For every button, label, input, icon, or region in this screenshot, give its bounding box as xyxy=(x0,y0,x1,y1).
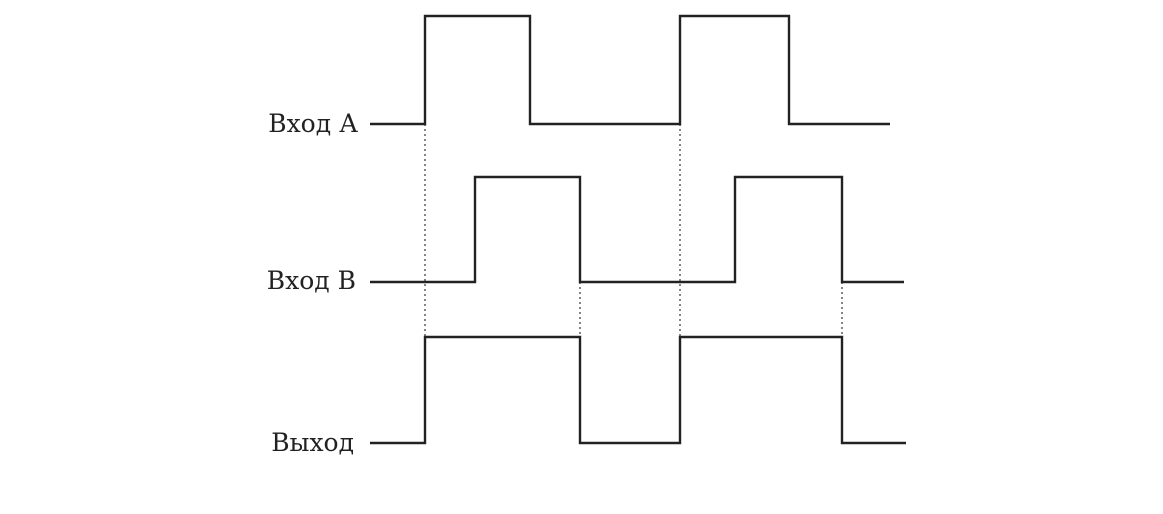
waveforms xyxy=(370,14,906,445)
signal-label-input-a: Вход А xyxy=(268,109,358,138)
signal-label-input-b: Вход В xyxy=(267,266,356,295)
waveform-input-a xyxy=(370,14,890,126)
waveform-output xyxy=(370,335,906,445)
guide-lines xyxy=(424,124,843,337)
signal-label-output: Выход xyxy=(271,428,354,457)
waveform-input-b xyxy=(370,175,904,284)
